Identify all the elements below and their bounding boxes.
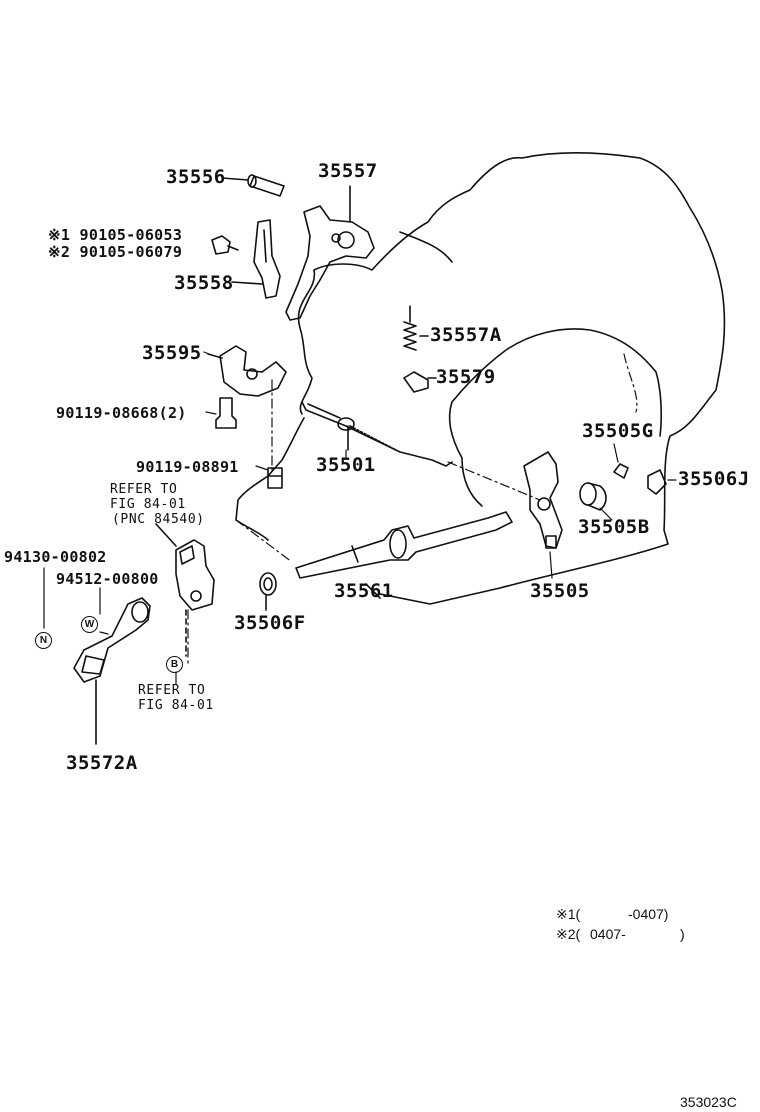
part-label-35556[interactable]: 35556 — [166, 166, 226, 188]
clip-icon — [647, 469, 667, 495]
refer-fig-line-2[interactable]: FIG 84-01 — [138, 698, 214, 713]
part-label-35505G[interactable]: 35505G — [582, 420, 654, 442]
part-label-35579[interactable]: 35579 — [436, 366, 496, 388]
refer-to-line-2: REFER TO — [138, 683, 206, 698]
part-label-90119-08891[interactable]: 90119-08891 — [136, 458, 239, 476]
note-1-mark: ※1( — [556, 906, 581, 922]
part-label-bolt-1[interactable]: ※1 90105-06053 — [48, 226, 183, 244]
part-label-35572A[interactable]: 35572A — [66, 752, 138, 774]
part-label-90119-08668[interactable]: 90119-08668(2) — [56, 404, 187, 422]
part-label-94130-00802[interactable]: 94130-00802 — [4, 548, 107, 566]
shift-lever-icon — [285, 185, 375, 321]
part-label-35557[interactable]: 35557 — [318, 160, 378, 182]
pin-icon — [221, 174, 285, 197]
bracket-icon — [207, 345, 287, 397]
shaft-icon — [295, 511, 513, 599]
bracket-icon — [231, 219, 281, 299]
seal-icon — [259, 572, 277, 611]
spring-icon — [403, 305, 429, 351]
transmission-housing-icon — [297, 151, 726, 605]
refer-to-line-1: REFER TO — [110, 482, 178, 497]
part-label-35595[interactable]: 35595 — [142, 342, 202, 364]
part-label-35501[interactable]: 35501 — [316, 454, 376, 476]
part-label-35506F[interactable]: 35506F — [234, 612, 306, 634]
marker-n: N — [35, 632, 52, 649]
part-label-35557A[interactable]: 35557A — [430, 324, 502, 346]
refer-pnc-line-1: (PNC 84540) — [112, 512, 205, 527]
bolt-icon — [267, 467, 283, 489]
part-label-35558[interactable]: 35558 — [174, 272, 234, 294]
note-2-value: 0407- — [590, 926, 626, 942]
shift-arm-icon — [523, 451, 563, 549]
marker-w: W — [81, 616, 98, 633]
part-label-35505B[interactable]: 35505B — [578, 516, 650, 538]
refer-fig-line-1[interactable]: FIG 84-01 — [110, 497, 186, 512]
clip-icon — [613, 463, 629, 479]
note-2-mark: ※2( — [556, 926, 581, 942]
bolt-icon — [215, 397, 237, 429]
neutral-switch-icon — [155, 523, 215, 657]
bushing-icon — [579, 482, 607, 511]
marker-b: B — [166, 656, 183, 673]
part-label-94512-00800[interactable]: 94512-00800 — [56, 570, 159, 588]
shift-lever-icon — [73, 597, 151, 745]
shift-rod-icon — [301, 401, 453, 467]
part-label-bolt-2[interactable]: ※2 90105-06079 — [48, 243, 183, 261]
part-label-35561[interactable]: 35561 — [334, 580, 394, 602]
note-2-close: ) — [680, 926, 685, 942]
bolt-icon — [211, 235, 239, 255]
part-label-35505[interactable]: 35505 — [530, 580, 590, 602]
part-label-35506J[interactable]: 35506J — [678, 468, 750, 490]
bolt-icon — [403, 371, 437, 393]
note-1-value: -0407) — [628, 906, 669, 922]
figure-id: 353023C — [680, 1094, 737, 1110]
